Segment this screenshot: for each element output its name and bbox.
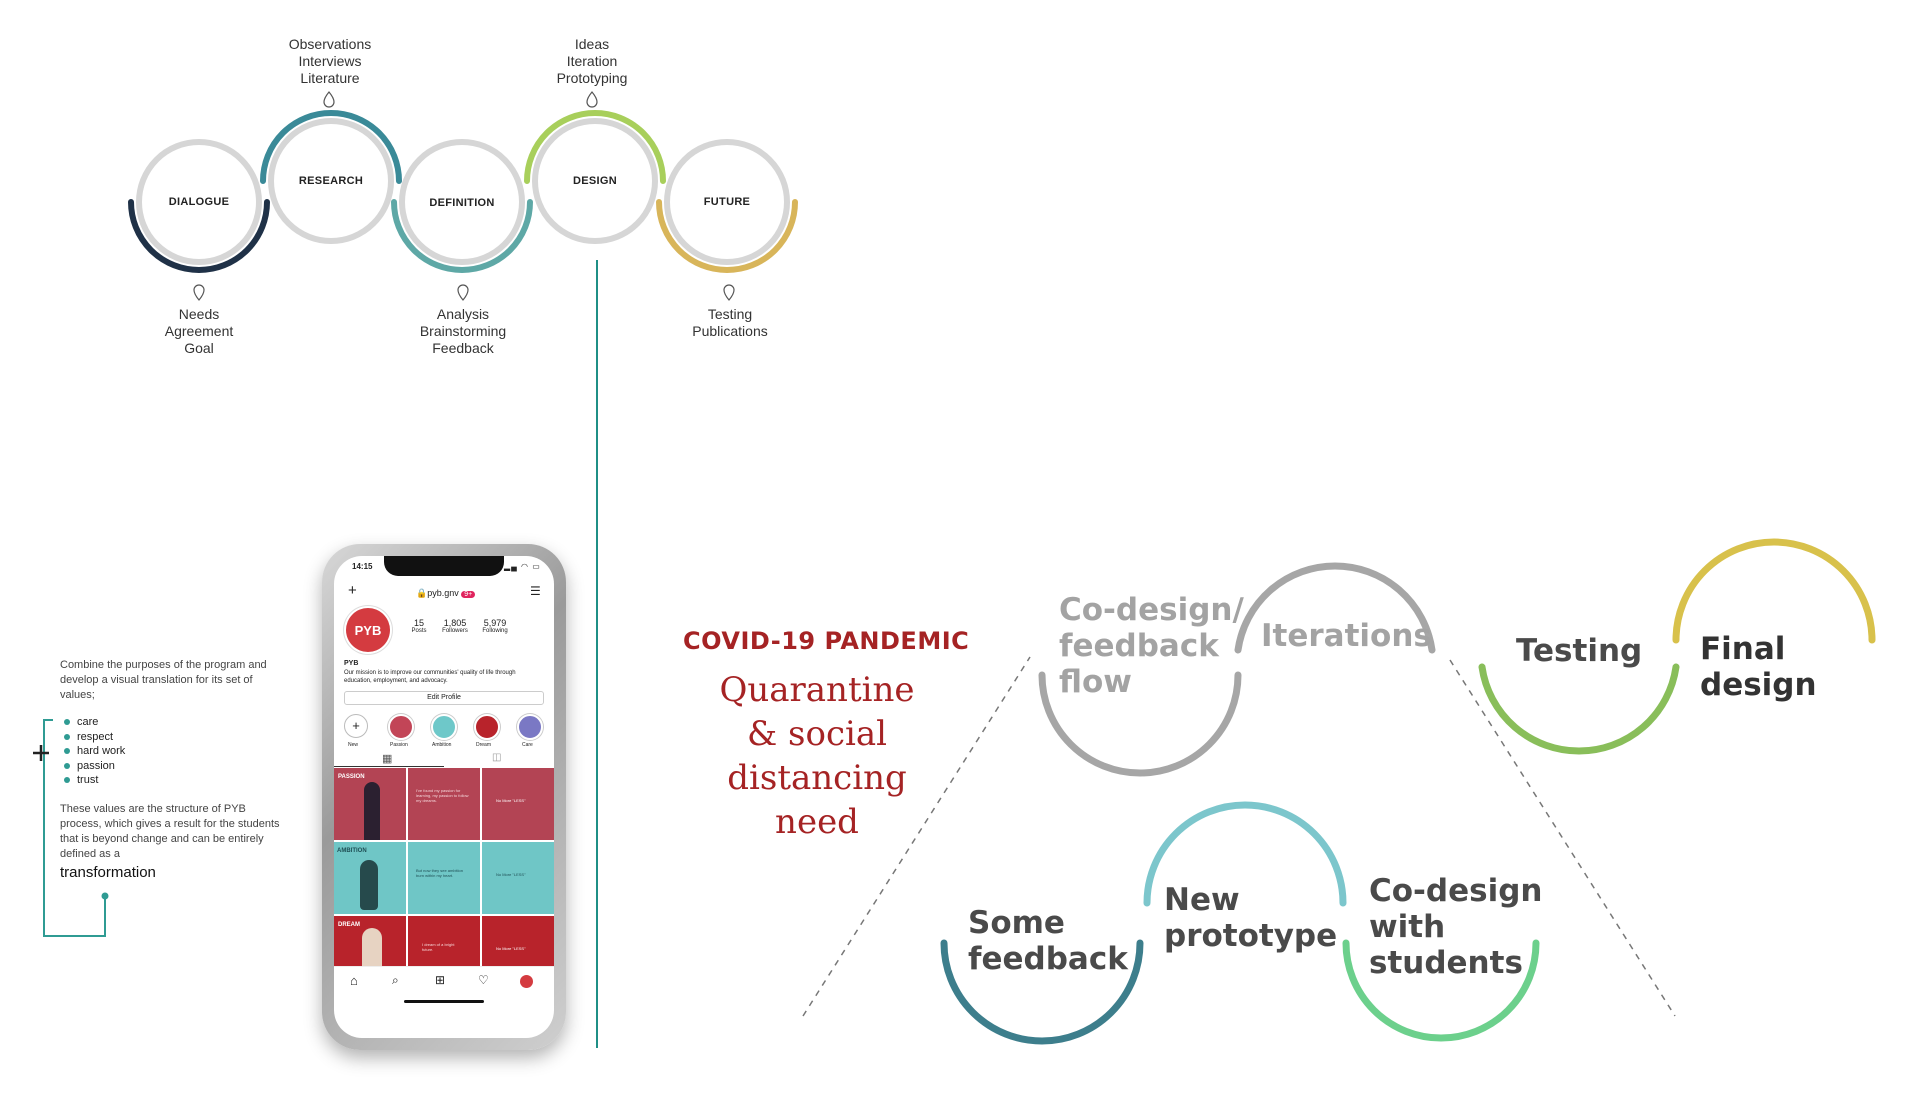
person-figure	[364, 782, 380, 840]
grid-tab-icon[interactable]: ▦	[382, 753, 393, 765]
highlight-label: Ambition	[432, 742, 452, 748]
values-outro: These values are the structure of PYB pr…	[60, 803, 280, 860]
value-item: respect	[63, 730, 125, 745]
arc-some-feedback	[940, 939, 1144, 1045]
post-tile[interactable]: DREAM	[334, 916, 406, 966]
value-item: passion	[63, 759, 125, 774]
profile-avatar[interactable]: PYB	[346, 608, 390, 652]
tagged-tab-icon[interactable]: ◫	[492, 752, 502, 763]
pin-icon	[323, 91, 335, 108]
home-icon[interactable]: ⌂	[350, 973, 358, 988]
person-figure	[360, 860, 378, 910]
post-tile[interactable]: But now they see ambition burn within my…	[408, 842, 480, 914]
value-item: hard work	[63, 745, 126, 757]
post-tile[interactable]: No More "LESS"	[482, 916, 554, 966]
value-item: care	[63, 715, 125, 730]
arc-testing	[1478, 663, 1680, 755]
stage-definition-label: DEFINITION	[429, 197, 495, 209]
stage-future-ring	[656, 139, 798, 273]
person-figure	[362, 928, 382, 966]
stage-research-ring	[260, 110, 402, 244]
tab-underline	[334, 766, 444, 767]
stage-definition-ring	[391, 139, 533, 273]
post-tile[interactable]: AMBITION	[334, 842, 406, 914]
iterations-label: Iterations	[1261, 618, 1432, 654]
plus-icon	[33, 745, 49, 761]
stage-dialogue-label: DIALOGUE	[168, 196, 230, 208]
values-intro: Combine the purposes of the program and …	[60, 659, 267, 701]
highlight-new[interactable]: +	[344, 714, 368, 738]
pin-icon	[723, 284, 735, 301]
phone-notch	[384, 556, 504, 576]
values-result: transformation	[60, 864, 156, 881]
profile-handle[interactable]: 🔒pyb.gnv 9+	[416, 588, 476, 599]
stage-research-label: RESEARCH	[298, 175, 364, 187]
covid-subtitle: Quarantine & social distancing need	[719, 670, 915, 842]
highlight-label: New	[348, 742, 359, 748]
arc-codesign-students	[1342, 939, 1540, 1042]
search-icon[interactable]: ⌕	[392, 973, 399, 987]
pin-icon	[193, 284, 205, 301]
status-time: 14:15	[352, 562, 373, 571]
post-tile[interactable]: No More "LESS"	[482, 842, 554, 914]
status-icons: ▂▄ ◠ ▭	[504, 562, 541, 571]
testing-label: Testing	[1516, 633, 1643, 669]
pin-icon	[457, 284, 469, 301]
arc-codesign-flow	[1038, 671, 1242, 777]
heart-icon[interactable]: ♡	[478, 973, 489, 987]
stage-design-ring	[524, 110, 666, 244]
post-tile[interactable]: I've found my passion for learning, my p…	[408, 768, 480, 840]
profile-tab-icon[interactable]	[520, 975, 533, 988]
value-item: trust	[63, 773, 125, 788]
highlight-label: Dream	[476, 742, 492, 748]
post-tile[interactable]: No More "LESS"	[482, 768, 554, 840]
stage-future-label: FUTURE	[703, 196, 751, 208]
pin-icon	[586, 91, 598, 108]
highlight-passion[interactable]	[388, 714, 414, 740]
arc-final-design	[1672, 538, 1876, 644]
post-tile[interactable]: I dream of a bright future.	[408, 916, 480, 966]
highlight-ambition[interactable]	[431, 714, 457, 740]
plus-icon[interactable]: +	[348, 582, 357, 599]
arc-new-prototype	[1143, 801, 1347, 907]
arc-iterations	[1234, 562, 1436, 654]
edit-profile-button[interactable]: Edit Profile	[344, 691, 544, 705]
home-indicator	[404, 1000, 484, 1003]
highlight-dream[interactable]	[474, 714, 500, 740]
highlight-label: Care	[522, 742, 533, 748]
values-list: care respect hard work passion trust	[63, 715, 126, 788]
notification-badge: 9+	[461, 591, 476, 598]
stage-design-label: DESIGN	[573, 175, 617, 187]
profile-bio: Our mission is to improve our communitie…	[344, 670, 516, 684]
add-post-icon[interactable]: ⊞	[435, 973, 446, 987]
stage-dialogue-ring	[128, 139, 270, 273]
profile-name: PYB	[344, 660, 359, 667]
pin-icons	[193, 91, 735, 301]
values-bracket	[43, 719, 109, 937]
menu-icon[interactable]: ☰	[530, 584, 541, 598]
post-tile[interactable]: PASSION	[334, 768, 406, 840]
dashed-line-left	[802, 656, 1031, 1017]
highlight-label: Passion	[390, 742, 408, 748]
dashed-line-right	[1449, 659, 1676, 1017]
covid-title: COVID-19 PANDEMIC	[683, 627, 970, 655]
highlight-care[interactable]	[517, 714, 543, 740]
